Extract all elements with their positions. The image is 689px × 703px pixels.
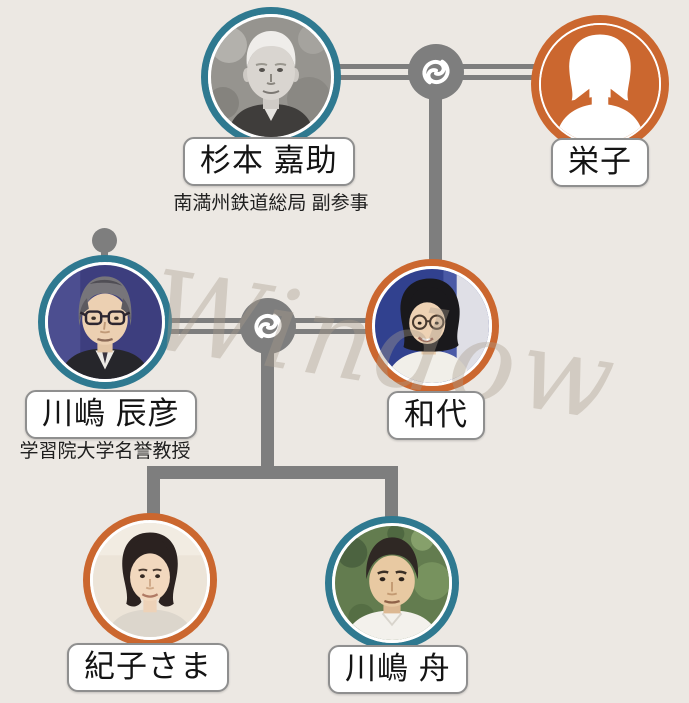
- marriage-node-gen1[interactable]: [408, 44, 464, 100]
- descent-line-kiko: [147, 466, 160, 521]
- name-label-sugimoto[interactable]: 杉本 嘉助: [183, 137, 355, 186]
- descent-line-kazuyo: [429, 95, 442, 265]
- descent-line-children: [261, 350, 274, 474]
- sugimoto-photo: [211, 17, 331, 137]
- portrait-eiko[interactable]: [531, 15, 669, 153]
- name-label-kiko[interactable]: 紀子さま: [67, 643, 229, 692]
- portrait-kiko-sama[interactable]: [83, 513, 217, 647]
- female-silhouette-icon: [541, 25, 659, 143]
- sibling-bar: [147, 466, 398, 479]
- expand-ancestors-dot[interactable]: [92, 228, 117, 253]
- name-label-eiko[interactable]: 栄子: [551, 138, 649, 187]
- name-label-tatsuhiko[interactable]: 川嶋 辰彦: [25, 390, 197, 439]
- kazuyo-photo: [375, 269, 489, 383]
- descent-line-shu: [385, 466, 398, 524]
- subtitle-sugimoto: 南満州鉄道総局 副参事: [173, 193, 369, 214]
- name-label-kazuyo[interactable]: 和代: [387, 391, 485, 440]
- portrait-kazuyo[interactable]: [365, 259, 499, 393]
- tatsuhiko-photo: [48, 265, 162, 379]
- portrait-kawashima-tatsuhiko[interactable]: [38, 255, 172, 389]
- name-label-shu[interactable]: 川嶋 舟: [328, 645, 468, 694]
- portrait-sugimoto-kasuke[interactable]: [201, 7, 341, 147]
- marriage-knot-icon: [254, 313, 282, 339]
- marriage-knot-icon: [422, 59, 450, 85]
- portrait-kawashima-shu[interactable]: [325, 516, 459, 650]
- shu-photo: [335, 526, 449, 640]
- kiko-photo: [93, 523, 207, 637]
- subtitle-tatsuhiko: 学習院大学名誉教授: [19, 441, 191, 462]
- marriage-node-gen2[interactable]: [240, 298, 296, 354]
